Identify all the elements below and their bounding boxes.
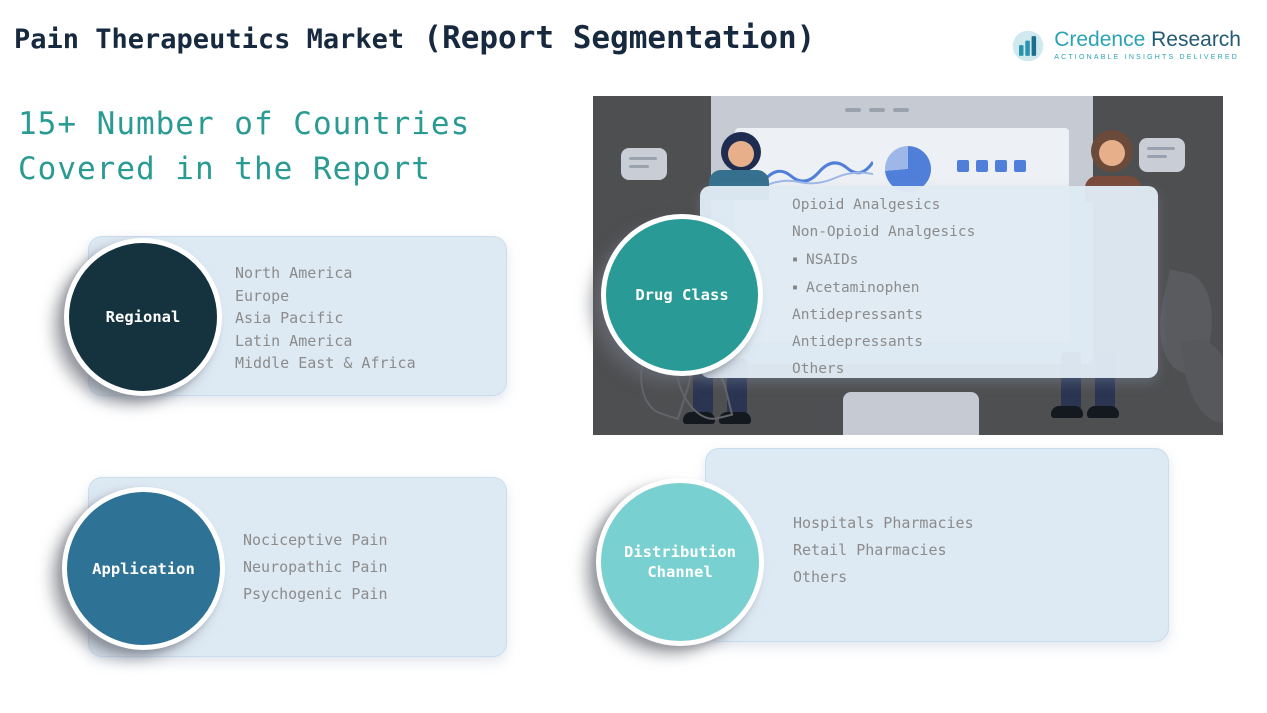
list-item: Antidepressants bbox=[792, 334, 923, 350]
countries-heading-line1: 15+ Number of Countries bbox=[18, 106, 471, 142]
page-title: Pain Therapeutics Market (Report Segment… bbox=[14, 18, 815, 56]
brand-logo: Credence Research Actionable Insights De… bbox=[1010, 28, 1241, 64]
segment-regional-circle: Regional bbox=[64, 238, 222, 396]
segment-distribution-label: Distribution Channel bbox=[624, 543, 736, 581]
pie-chart-doodle bbox=[885, 146, 931, 192]
list-item: Latin America bbox=[235, 331, 353, 350]
list-item: Asia Pacific bbox=[235, 309, 344, 327]
list-item: North America bbox=[235, 264, 353, 282]
list-item: Others bbox=[792, 361, 845, 377]
list-item: Opioid Analgesics bbox=[792, 197, 941, 213]
person-right-face bbox=[1099, 140, 1125, 166]
podium bbox=[843, 392, 979, 435]
title-text: Pain Therapeutics Market bbox=[14, 24, 405, 55]
brand-name: Credence Research bbox=[1054, 28, 1241, 52]
segment-regional-label: Regional bbox=[105, 308, 181, 326]
list-item: Acetaminophen bbox=[792, 274, 975, 302]
list-item: Others bbox=[793, 568, 848, 586]
brand-name-first: Credence bbox=[1054, 28, 1146, 51]
list-item: Hospitals Pharmacies bbox=[793, 514, 974, 532]
list-item: NSAIDs bbox=[792, 246, 975, 274]
title-subtitle: (Report Segmentation) bbox=[423, 20, 816, 56]
segment-drug-class-circle: Drug Class bbox=[601, 214, 763, 376]
leaf-decoration bbox=[1179, 334, 1223, 428]
countries-heading-line2: Covered in the Report bbox=[18, 151, 431, 187]
segment-distribution-circle: Distribution Channel bbox=[596, 478, 764, 646]
brand-name-second: Research bbox=[1151, 28, 1241, 51]
brand-tagline: Actionable Insights Delivered bbox=[1054, 54, 1239, 61]
speech-bubble-left bbox=[621, 148, 667, 180]
bar-chart-icon bbox=[1012, 30, 1044, 62]
segment-application-circle: Application bbox=[62, 487, 225, 650]
segment-drug-class-label: Drug Class bbox=[635, 286, 729, 304]
bar-chart-doodle bbox=[957, 160, 1026, 172]
list-item: Middle East & Africa bbox=[235, 354, 416, 372]
line-chart-doodle bbox=[763, 161, 873, 188]
board-dashes bbox=[845, 108, 909, 112]
list-item: Europe bbox=[235, 286, 290, 305]
list-item: Non-Opioid Analgesics bbox=[792, 224, 976, 240]
brand-text: Credence Research Actionable Insights De… bbox=[1054, 28, 1241, 61]
person-left-face bbox=[728, 141, 754, 167]
speech-bubble-right bbox=[1139, 138, 1185, 172]
list-item: Neuropathic Pain bbox=[243, 558, 388, 576]
segment-distribution-panel bbox=[705, 448, 1169, 642]
countries-heading: 15+ Number of Countries Covered in the R… bbox=[18, 102, 470, 192]
list-item: Retail Pharmacies bbox=[793, 541, 947, 559]
list-item: Antidepressants bbox=[792, 307, 923, 323]
list-item: Psychogenic Pain bbox=[243, 585, 388, 603]
segment-application-label: Application bbox=[92, 559, 195, 578]
list-item: Nociceptive Pain bbox=[243, 531, 388, 549]
